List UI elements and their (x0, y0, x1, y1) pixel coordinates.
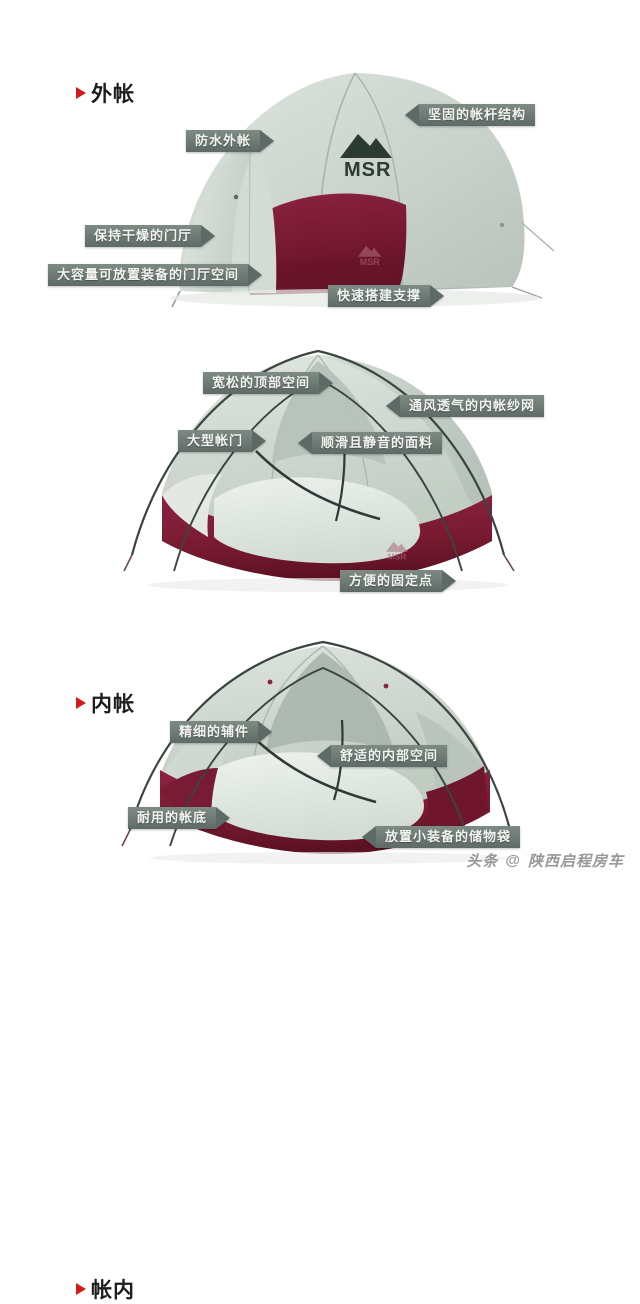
callout-large-vestibule-space: 大容量可放置装备的门厅空间 (48, 264, 263, 286)
arrow-right-icon (258, 721, 273, 743)
section-rainfly: MSR MSR 外帐 防水外帐 坚固的帐杆结构 (0, 0, 640, 330)
callout-dry-vestibule: 保持干燥的门厅 (85, 225, 216, 247)
callout-durable-floor: 耐用的帐底 (128, 807, 231, 829)
section-heading-rainfly: 外帐 (76, 78, 135, 108)
callout-fine-accessories: 精细的辅件 (170, 721, 273, 743)
svg-text:MSR: MSR (388, 551, 407, 561)
arrow-left-icon (405, 104, 419, 126)
callout-comfortable-interior-space: 舒适的内部空间 (317, 745, 448, 767)
callout-spacious-headroom: 宽松的顶部空间 (203, 372, 334, 394)
svg-text:MSR: MSR (360, 257, 381, 267)
watermark-handle: 陕西启程房车 (527, 853, 624, 870)
arrow-left-icon (362, 826, 376, 848)
arrow-right-icon (252, 430, 267, 452)
callout-waterproof-fly: 防水外帐 (186, 130, 275, 152)
section-heading-tent-interior: 帐内 (76, 1274, 135, 1304)
triangle-marker-icon (76, 697, 86, 709)
section-heading-text: 外帐 (91, 83, 135, 106)
arrow-left-icon (298, 432, 312, 454)
callout-breathable-mesh: 通风透气的内帐纱网 (386, 395, 545, 417)
arrow-left-icon (317, 745, 331, 767)
callout-smooth-quiet-fabric: 顺滑且静音的面料 (298, 432, 443, 454)
arrow-right-icon (248, 264, 263, 286)
callout-strong-pole-structure: 坚固的帐杆结构 (405, 104, 536, 126)
watermark-at-symbol: @ (505, 852, 521, 869)
section-heading-inner-tent: 内帐 (76, 688, 135, 718)
arrow-right-icon (442, 570, 457, 592)
section-heading-text: 帐内 (91, 1279, 135, 1302)
arrow-right-icon (319, 372, 334, 394)
section-tent-interior: 帐内 精细的辅件 舒适的内部空间 耐用的帐底 放置小装备的储物袋 (0, 630, 640, 1302)
watermark-logo-text: 头条 (466, 853, 499, 870)
arrow-right-icon (216, 807, 231, 829)
arrow-right-icon (260, 130, 275, 152)
arrow-left-icon (386, 395, 400, 417)
arrow-right-icon (201, 225, 216, 247)
msr-logo-mark: MSR (340, 134, 392, 181)
watermark: 头条 @ 陕西启程房车 (466, 850, 624, 871)
callout-convenient-anchor-points: 方便的固定点 (340, 570, 457, 592)
callout-fast-pitch-support: 快速搭建支撑 (328, 285, 445, 307)
arrow-right-icon (430, 285, 445, 307)
callout-large-door: 大型帐门 (178, 430, 267, 452)
callout-gear-storage-pocket: 放置小装备的储物袋 (362, 826, 521, 848)
triangle-marker-icon (76, 1283, 86, 1295)
svg-text:MSR: MSR (344, 159, 391, 181)
section-inner-tent: MSR 内帐 宽松的顶部空间 通风透气的内帐纱网 大型帐门 (0, 330, 640, 716)
triangle-marker-icon (76, 87, 86, 99)
section-heading-text: 内帐 (91, 693, 135, 716)
